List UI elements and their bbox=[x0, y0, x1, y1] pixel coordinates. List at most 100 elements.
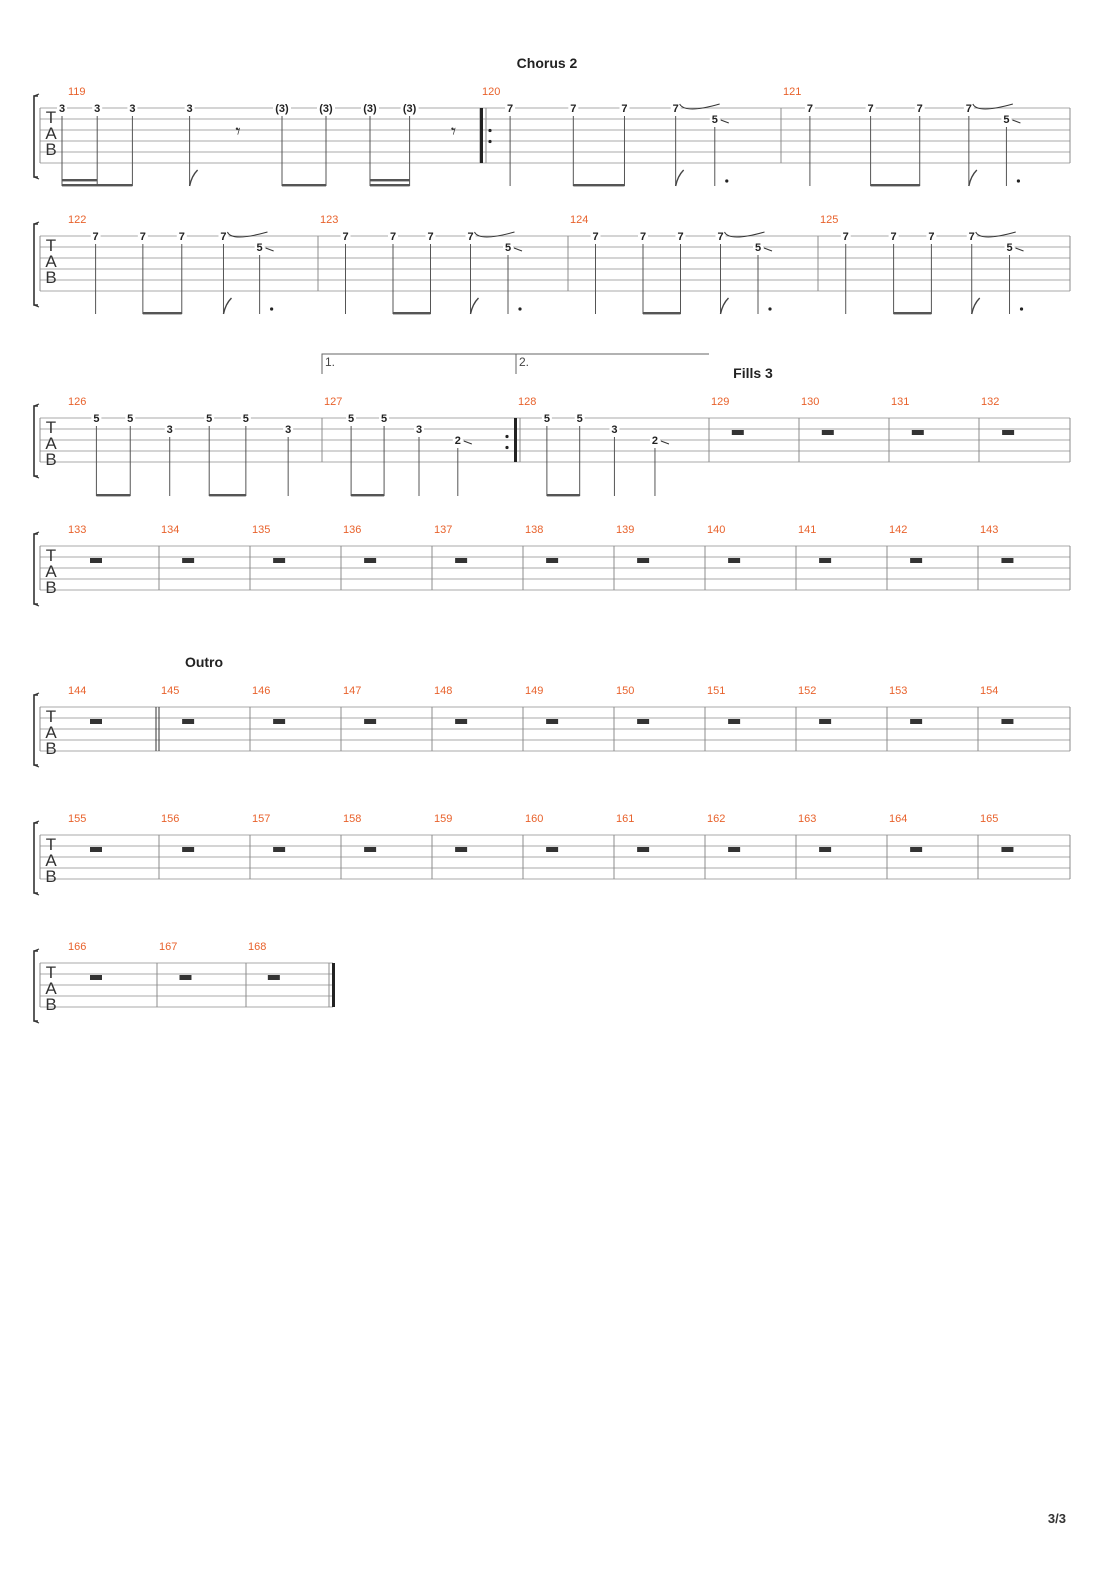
measure-number: 152 bbox=[798, 685, 816, 697]
fret-number: 7 bbox=[342, 231, 348, 243]
measure-number: 119 bbox=[68, 86, 86, 98]
fret-number: 7 bbox=[592, 231, 598, 243]
repeat-end-barline bbox=[514, 418, 517, 462]
measure-number: 159 bbox=[434, 813, 452, 825]
whole-rest bbox=[182, 719, 195, 724]
slide-mark bbox=[1015, 247, 1024, 252]
slide-mark bbox=[1012, 119, 1021, 124]
rhythm-dot bbox=[1019, 307, 1024, 311]
note-bg bbox=[92, 102, 103, 114]
whole-rest bbox=[637, 558, 650, 563]
whole-rest bbox=[728, 558, 741, 563]
tab-clef-letter: B bbox=[45, 140, 56, 159]
tab-clef-letter: B bbox=[45, 995, 56, 1014]
beam-sixteenth bbox=[370, 179, 410, 182]
tie bbox=[975, 231, 1016, 238]
fret-number: 7 bbox=[427, 231, 433, 243]
note-bg bbox=[568, 102, 579, 114]
tab-clef-letter: T bbox=[46, 963, 56, 982]
tab-clef-letter: A bbox=[45, 723, 57, 742]
beam bbox=[142, 312, 182, 315]
fret-number: 7 bbox=[140, 231, 146, 243]
note-bg bbox=[164, 423, 175, 435]
note-bg bbox=[888, 230, 899, 242]
rhythm-dot bbox=[725, 179, 729, 183]
fret-number: 7 bbox=[621, 103, 627, 115]
fret-number: 7 bbox=[220, 231, 226, 243]
whole-rest bbox=[182, 558, 195, 563]
beam bbox=[393, 312, 431, 315]
measure-number: 144 bbox=[68, 685, 86, 697]
repeat-dot bbox=[488, 128, 492, 133]
measure-number: 160 bbox=[525, 813, 543, 825]
note-bg bbox=[361, 102, 379, 114]
fret-number: 7 bbox=[640, 231, 646, 243]
measure-number: 138 bbox=[525, 524, 543, 536]
repeat-start-barline bbox=[480, 108, 483, 163]
note-bg bbox=[400, 102, 419, 114]
tab-clef-letter: B bbox=[45, 268, 56, 287]
note-bg bbox=[670, 102, 681, 114]
measure-number: 161 bbox=[616, 813, 634, 825]
tab-clef-letter: A bbox=[45, 979, 57, 998]
fret-number: 7 bbox=[843, 231, 849, 243]
whole-rest bbox=[911, 430, 924, 435]
fret-number: 7 bbox=[868, 103, 874, 115]
fret-number: 3 bbox=[167, 424, 173, 436]
measure-number: 158 bbox=[343, 813, 361, 825]
beam bbox=[96, 494, 131, 497]
tie bbox=[724, 231, 765, 238]
note-flag bbox=[968, 169, 978, 187]
fret-number: 7 bbox=[467, 231, 473, 243]
note-bg bbox=[283, 423, 294, 435]
bracket-hook-bottom bbox=[33, 304, 40, 308]
fret-number: 5 bbox=[755, 242, 761, 254]
whole-rest bbox=[819, 719, 832, 724]
whole-rest bbox=[910, 558, 923, 563]
note-bg bbox=[715, 230, 726, 242]
measure-number: 131 bbox=[891, 396, 909, 408]
note-bg bbox=[204, 412, 215, 424]
system-bracket bbox=[33, 405, 38, 477]
measure-number: 127 bbox=[324, 396, 342, 408]
whole-rest bbox=[90, 847, 102, 852]
note-bg bbox=[505, 102, 516, 114]
beam bbox=[643, 312, 681, 315]
whole-rest bbox=[821, 430, 834, 435]
eighth-rest: 𝄾 bbox=[451, 119, 456, 143]
fret-number: 7 bbox=[507, 103, 513, 115]
tie bbox=[679, 103, 720, 110]
whole-rest bbox=[731, 430, 744, 435]
measure-number: 165 bbox=[980, 813, 998, 825]
bracket-hook-bottom bbox=[33, 1020, 40, 1024]
whole-rest bbox=[182, 847, 195, 852]
repeat-dot bbox=[488, 139, 492, 144]
bracket-hook-top bbox=[33, 820, 40, 824]
note-bg bbox=[638, 230, 648, 242]
whole-rest bbox=[728, 719, 741, 724]
note-bg bbox=[926, 230, 937, 242]
measure-number: 125 bbox=[820, 214, 838, 226]
beam bbox=[546, 494, 580, 497]
whole-rest bbox=[819, 847, 832, 852]
fret-number: (3) bbox=[275, 103, 289, 115]
fret-number: 7 bbox=[807, 103, 813, 115]
note-bg bbox=[379, 412, 390, 424]
measure-number: 167 bbox=[159, 941, 177, 953]
measure-number: 145 bbox=[161, 685, 179, 697]
tab-clef-letter: T bbox=[46, 236, 56, 255]
fret-number: 3 bbox=[94, 103, 100, 115]
measure-number: 148 bbox=[434, 685, 452, 697]
measure-number: 137 bbox=[434, 524, 452, 536]
whole-rest bbox=[364, 719, 377, 724]
whole-rest bbox=[1001, 847, 1014, 852]
whole-rest bbox=[364, 847, 377, 852]
fret-number: 7 bbox=[891, 231, 897, 243]
measure-number: 162 bbox=[707, 813, 725, 825]
rhythm-dot bbox=[270, 307, 274, 311]
